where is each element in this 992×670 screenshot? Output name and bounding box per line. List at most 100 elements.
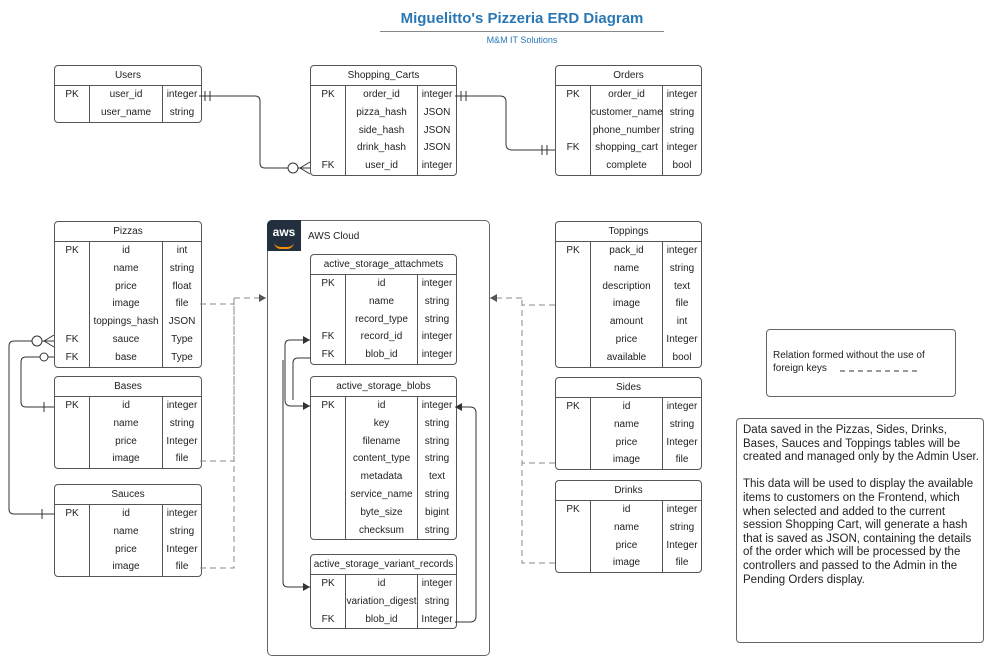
type-cell: JSON [423,124,451,136]
type-cell: integer [421,349,453,361]
arrow-head-icon [259,294,266,302]
type-cell: integer [666,142,698,154]
type-cell: integer [421,331,453,343]
cardinality-mark [39,352,49,362]
key-cell [556,330,591,349]
key-cell [556,554,591,573]
key-cell [55,277,90,296]
attachments-blobs-relation [284,339,310,407]
type-cell: file [175,453,189,465]
field-cell: image [591,554,663,573]
field-cell: pizza_hash [346,103,418,122]
sauces-storage-relation [200,298,235,569]
aws-smile-icon [274,242,294,249]
key-cell [311,103,346,122]
key-cell [55,522,90,541]
key-cell: PK [556,86,591,104]
type-cell: integer [666,245,698,256]
entity-header: Drinks [556,481,701,501]
type-cell: file [175,561,189,573]
field-cell: id [346,575,418,593]
cardinality-mark [43,340,55,348]
key-cell [55,103,90,122]
title-divider [380,31,664,32]
legend-box [766,329,956,397]
type-cell: int [676,316,688,328]
field-cell: phone_number [591,121,663,140]
type-cell: bool [672,351,692,363]
entity-header: active_storage_blobs [311,377,456,397]
type-cell: string [169,262,195,274]
cardinality-mark [299,161,311,169]
entity-header: active_storage_variant_records [311,555,456,575]
key-cell [311,592,346,611]
entity-header: Bases [55,377,201,397]
entity-row: name string [55,414,201,433]
key-cell [55,432,90,451]
pizzas-bases-relation [20,356,54,408]
entity-header: Toppings [556,222,701,242]
field-cell: name [90,259,163,278]
key-cell [55,558,90,577]
key-cell [311,310,346,329]
key-cell [311,121,346,140]
type-cell: string [169,417,195,429]
field-cell: price [90,432,163,451]
field-cell: id [591,398,663,416]
key-cell [556,536,591,555]
type-cell: string [424,417,450,429]
field-cell: image [591,451,663,470]
type-cell: Integer [666,333,698,345]
legend-text: Relation formed without the use of forei… [773,350,925,374]
arrow-head-icon [455,403,462,411]
key-cell: PK [311,86,346,104]
type-cell: JSON [168,316,196,328]
attachments-blob-id-relation [292,357,310,400]
field-cell: side_hash [346,121,418,140]
entity-header: active_storage_attachmets [311,255,456,275]
users-carts-relation [199,95,310,169]
pizzas-storage-relation [200,298,235,305]
key-cell [311,485,346,504]
type-cell: float [172,280,192,292]
entity-header: Sauces [55,485,201,505]
key-cell [556,259,591,278]
carts-orders-relation [455,95,555,151]
field-cell: content_type [346,450,418,469]
key-cell [311,450,346,469]
key-cell [556,295,591,314]
key-cell: PK [556,501,591,519]
type-cell: integer [166,400,198,411]
entity-row: pizza_hash JSON [311,103,456,122]
key-cell: FK [55,348,90,367]
type-cell: Integer [666,539,698,551]
type-cell: string [424,524,450,536]
field-cell: id [346,275,418,293]
field-cell: name [90,414,163,433]
entity-row: available bool [556,348,701,367]
type-cell: JSON [423,106,451,118]
field-cell: sauce [90,330,163,349]
field-cell: available [591,348,663,367]
type-cell: integer [666,401,698,412]
